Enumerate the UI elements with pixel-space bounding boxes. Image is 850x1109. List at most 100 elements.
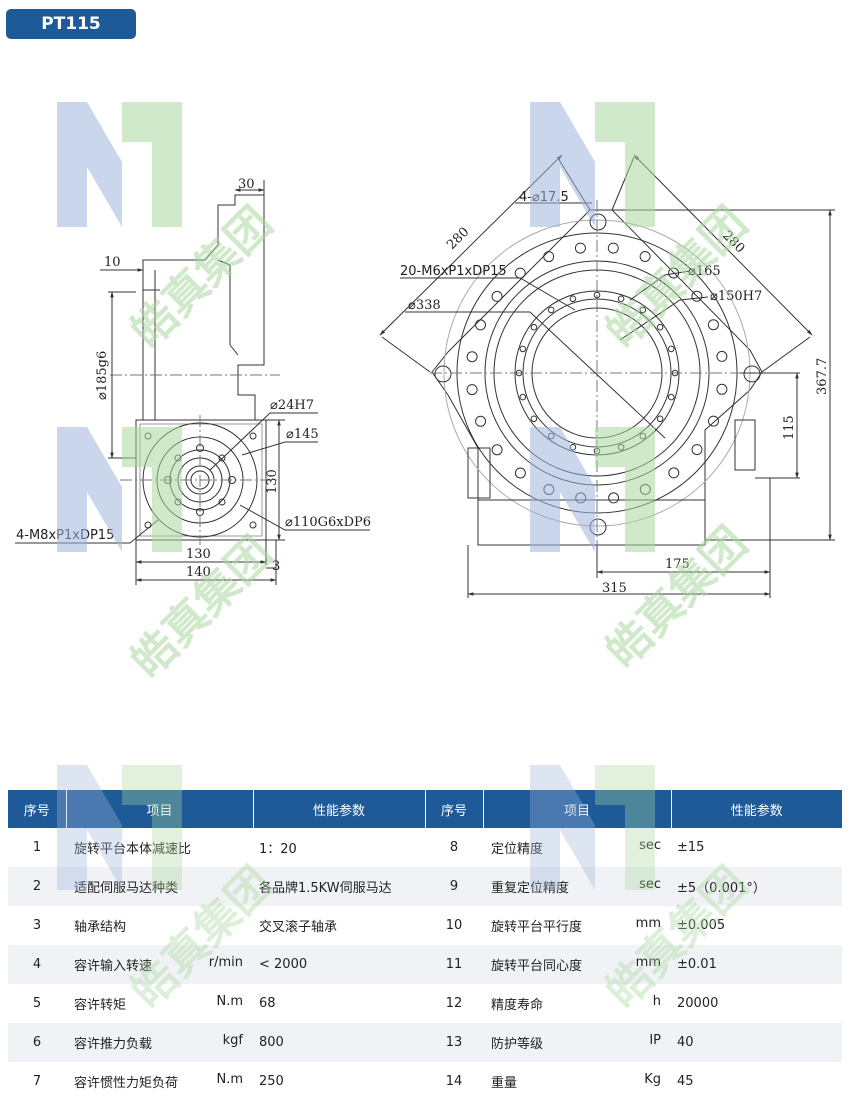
item-unit: N.m	[216, 1072, 243, 1087]
cell-item: 旋转平台本体减速比	[66, 828, 253, 867]
item-name: 重复定位精度	[491, 881, 570, 896]
model-badge: PT115	[6, 9, 136, 39]
item-unit: h	[652, 994, 661, 1009]
item-unit: IP	[649, 1033, 661, 1048]
cell-value: 68	[253, 984, 425, 1023]
item-unit: sec	[639, 838, 661, 853]
item-unit: Kg	[644, 1072, 661, 1087]
table-header-row: 序号 项目 性能参数 序号 项目 性能参数	[8, 790, 842, 828]
bolt-hole	[639, 251, 651, 262]
bolt-hole	[491, 290, 503, 302]
dim-367-7: 367.7	[815, 358, 830, 395]
cell-no: 13	[425, 1023, 483, 1062]
bolt-hole	[656, 323, 664, 331]
dim-m6-holes: 20-M6xP1xDP15	[400, 264, 507, 279]
cell-value: 45	[671, 1062, 842, 1101]
right-view	[379, 154, 835, 598]
dim-dia-24: ⌀24H7	[270, 398, 314, 413]
item-name: 旋转平台同心度	[491, 959, 583, 974]
cell-item: 重复定位精度 sec	[483, 867, 671, 906]
cell-no: 9	[425, 867, 483, 906]
cell-item: 精度寿命 h	[483, 984, 671, 1023]
item-name: 防护等级	[491, 1037, 544, 1052]
dim-dia-150: ⌀150H7	[710, 289, 762, 304]
item-name: 旋转平台平行度	[491, 920, 583, 935]
bolt-hole	[617, 295, 625, 303]
cell-item: 容许转矩 N.m	[66, 984, 253, 1023]
cell-no: 12	[425, 984, 483, 1023]
bolt-hole	[707, 319, 719, 331]
dim-dia-145: ⌀145	[286, 427, 319, 442]
bolt-hole	[569, 295, 577, 303]
cell-value: ±15	[671, 828, 842, 867]
cell-value: 20000	[671, 984, 842, 1023]
bolt-hole	[519, 345, 527, 353]
watermark-text: 皓真集团	[122, 197, 283, 358]
left-view	[15, 180, 370, 585]
cell-no: 1	[8, 828, 66, 867]
bolt-hole	[514, 267, 526, 279]
item-unit: kgf	[222, 1033, 243, 1048]
bolt-hole	[475, 319, 486, 331]
item-unit: N.m	[216, 994, 243, 1009]
watermark-logos	[57, 102, 655, 552]
item-unit: mm	[635, 955, 661, 970]
bolt-hole	[716, 383, 728, 395]
bolt-hole	[608, 492, 620, 504]
watermark-text: 皓真集团	[597, 197, 758, 358]
cell-no: 2	[8, 867, 66, 906]
bolt-hole	[671, 369, 679, 377]
item-unit: r/min	[208, 955, 243, 970]
header-value: 性能参数	[253, 790, 426, 828]
bolt-hole	[691, 290, 703, 302]
cell-value: 各品牌1.5KW伺服马达	[253, 867, 425, 906]
dim-3: 3	[272, 559, 280, 574]
header-no: 序号	[8, 790, 67, 828]
bolt-hole	[607, 242, 619, 254]
bolt-hole	[475, 415, 487, 427]
header-item: 项目	[483, 790, 672, 828]
bolt-hole	[716, 350, 728, 362]
cell-item: 防护等级 IP	[483, 1023, 671, 1062]
bolt-hole	[515, 369, 523, 377]
bolt-hole	[547, 306, 555, 314]
bolt-hole	[543, 251, 555, 263]
bolt-hole	[667, 393, 675, 401]
cell-no: 7	[8, 1062, 66, 1101]
cell-no: 3	[8, 906, 66, 945]
bolt-hole	[639, 306, 647, 314]
cell-no: 11	[425, 945, 483, 984]
cell-value: ±0.01	[671, 945, 842, 984]
cell-value: 1：20	[253, 828, 425, 867]
cell-no: 14	[425, 1062, 483, 1101]
cell-item: 轴承结构	[66, 906, 253, 945]
bolt-hole	[491, 444, 503, 456]
dim-dia-338: ⌀338	[408, 298, 441, 313]
item-name: 容许转矩	[74, 998, 127, 1013]
item-name: 重量	[491, 1076, 518, 1091]
bolt-hole	[708, 415, 719, 427]
item-name: 容许惯性力矩负荷	[74, 1076, 179, 1091]
header-no: 序号	[425, 790, 484, 828]
bolt-hole	[530, 323, 538, 331]
bolt-hole	[530, 415, 538, 423]
dim-dia-110: ⌀110G6xDP6	[285, 515, 371, 530]
item-name: 精度寿命	[491, 998, 544, 1013]
dim-315: 315	[602, 581, 627, 596]
cell-value: < 2000	[253, 945, 425, 984]
bolt-hole	[593, 291, 601, 299]
item-unit: sec	[639, 877, 661, 892]
cell-value: 800	[253, 1023, 425, 1062]
cell-item: 容许惯性力矩负荷 N.m	[66, 1062, 253, 1101]
bolt-hole	[668, 267, 680, 279]
cell-no: 8	[425, 828, 483, 867]
cell-value: 交叉滚子轴承	[253, 906, 425, 945]
bolt-hole	[691, 444, 703, 456]
